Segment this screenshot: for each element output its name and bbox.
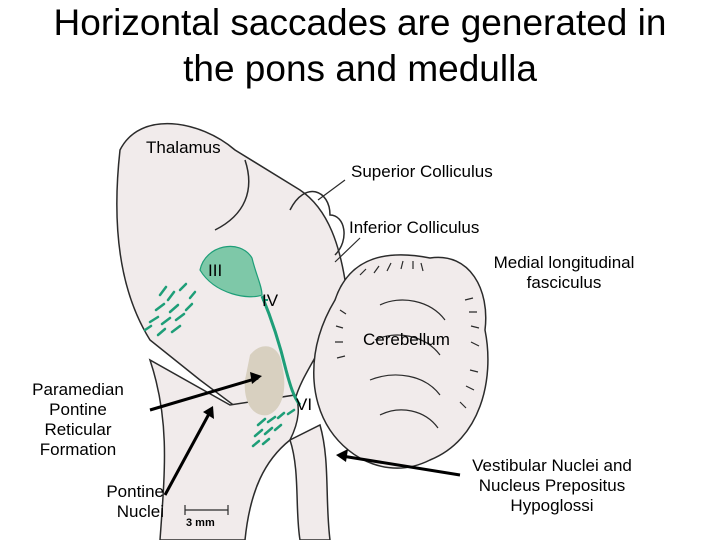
nucleus-IV-label: IV	[262, 291, 279, 310]
pprf-region	[244, 346, 285, 416]
pontine-label-line-2: Nuclei	[116, 502, 164, 521]
mlf-label: Medial longitudinal fasciculus	[476, 253, 652, 293]
pontine-nuclei-label: Pontine Nuclei	[80, 482, 164, 522]
vestibular-arrowhead	[336, 449, 348, 462]
pprf-label-line-2: Pontine	[49, 400, 107, 419]
pontine-label-line-1: Pontine	[106, 482, 164, 501]
inferior-colliculus-pointer	[334, 237, 361, 263]
nucleus-III-shape	[199, 245, 263, 298]
title-line-2: the pons and medulla	[183, 48, 537, 89]
vestibular-label-line-3: Hypoglossi	[510, 496, 594, 515]
pprf-label: Paramedian Pontine Reticular Formation	[20, 380, 136, 460]
vestibular-arrow	[341, 454, 461, 477]
vestibular-label-line-2: Nucleus Prepositus	[478, 476, 626, 495]
thalamus-curve	[214, 159, 250, 231]
mlf-pathway	[260, 295, 302, 406]
nucleus-VI-fibers	[251, 408, 296, 448]
scale-bar-label: 3 mm	[186, 517, 215, 529]
cerebellum-inner-folia	[369, 299, 446, 429]
nucleus-III-label: III	[208, 261, 223, 280]
colliculi-outline	[289, 190, 345, 256]
pprf-label-line-3: Reticular	[44, 420, 112, 439]
cerebellum-label: Cerebellum	[363, 330, 450, 349]
superior-colliculus-pointer	[317, 179, 346, 201]
mlf-label-line-1: Medial longitudinal	[493, 253, 635, 272]
scale-bar	[184, 505, 229, 515]
vestibular-label-line-1: Vestibular Nuclei and	[472, 456, 632, 475]
mlf-label-line-2: fasciculus	[526, 273, 602, 292]
vestibular-label: Vestibular Nuclei and Nucleus Prepositus…	[448, 456, 656, 516]
slide-title: Horizontal saccades are generated in the…	[0, 0, 720, 92]
medulla-outline	[289, 423, 331, 540]
pprf-arrow	[149, 376, 259, 412]
nucleus-VI-label: VI	[296, 395, 313, 414]
pprf-label-line-1: Paramedian	[32, 380, 124, 399]
thalamus-label: Thalamus	[146, 138, 221, 157]
cerebellum-folia	[335, 260, 480, 409]
superior-colliculus-label: Superior Colliculus	[351, 162, 493, 181]
cerebellum-outline	[313, 254, 489, 469]
inferior-colliculus-label: Inferior Colliculus	[349, 218, 480, 237]
nucleus-III-fibers	[143, 282, 197, 337]
pontine-arrow	[163, 411, 212, 496]
pprf-label-line-4: Formation	[39, 440, 117, 459]
pprf-arrowhead	[250, 372, 262, 384]
title-line-1: Horizontal saccades are generated in	[53, 2, 667, 43]
pontine-arrowhead	[203, 406, 214, 419]
